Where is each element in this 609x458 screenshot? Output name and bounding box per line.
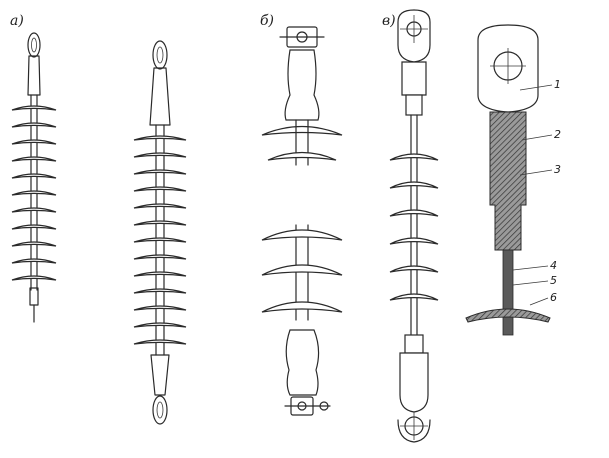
shed bbox=[389, 209, 439, 217]
crimp-fitting bbox=[489, 111, 527, 251]
insulator-a bbox=[11, 32, 57, 323]
shed bbox=[133, 271, 187, 277]
shed bbox=[133, 152, 187, 158]
section-shed bbox=[465, 308, 551, 323]
shed bbox=[11, 156, 57, 162]
shed bbox=[11, 241, 57, 247]
cap-bottom-b bbox=[285, 329, 320, 396]
shed bbox=[389, 293, 439, 301]
shed bbox=[11, 105, 57, 111]
shed bbox=[133, 237, 187, 243]
callout-1: 1 bbox=[554, 78, 561, 91]
callout-4: 4 bbox=[550, 259, 557, 272]
tongue-bottom-c bbox=[399, 352, 429, 413]
eye-bottom-long bbox=[152, 395, 168, 425]
fitting-bottom-a bbox=[29, 287, 39, 306]
fitting-bottom-long bbox=[150, 354, 170, 396]
shed bbox=[11, 173, 57, 179]
callout-3: 3 bbox=[554, 163, 561, 176]
section-detail: 1 2 3 4 5 6 bbox=[465, 24, 561, 336]
fitting-top-long bbox=[149, 67, 171, 126]
shed bbox=[389, 265, 439, 273]
callout-2: 2 bbox=[554, 128, 561, 141]
panel-label-b: б) bbox=[260, 13, 274, 29]
shed bbox=[133, 186, 187, 192]
shed bbox=[389, 181, 439, 189]
shed bbox=[133, 322, 187, 328]
shed bbox=[133, 203, 187, 209]
callout-6: 6 bbox=[550, 291, 557, 304]
panel-label-c: в) bbox=[382, 13, 396, 29]
shed bbox=[133, 305, 187, 311]
shed bbox=[133, 339, 187, 345]
insulator-b bbox=[261, 26, 343, 416]
shed bbox=[11, 122, 57, 128]
sheds-a bbox=[11, 105, 57, 281]
shed bbox=[11, 224, 57, 230]
panel-label-a: а) bbox=[10, 13, 24, 29]
shed bbox=[389, 237, 439, 245]
shed bbox=[389, 153, 439, 161]
shed bbox=[133, 220, 187, 226]
insulator-c bbox=[389, 9, 439, 443]
cap-top-b bbox=[284, 49, 320, 121]
eye-top-long bbox=[152, 40, 168, 70]
sheds-c bbox=[389, 153, 439, 301]
shed bbox=[133, 135, 187, 141]
shed bbox=[11, 190, 57, 196]
insulator-long bbox=[133, 40, 187, 425]
shed bbox=[11, 139, 57, 145]
eye-top-a bbox=[27, 32, 41, 58]
shed bbox=[133, 254, 187, 260]
shed bbox=[133, 169, 187, 175]
fitting-top-a bbox=[27, 55, 41, 96]
sheds-long bbox=[133, 135, 187, 345]
shed bbox=[133, 288, 187, 294]
shed bbox=[11, 275, 57, 281]
core-rod bbox=[502, 249, 514, 336]
callout-5: 5 bbox=[550, 274, 557, 287]
shed bbox=[11, 258, 57, 264]
shed bbox=[11, 207, 57, 213]
